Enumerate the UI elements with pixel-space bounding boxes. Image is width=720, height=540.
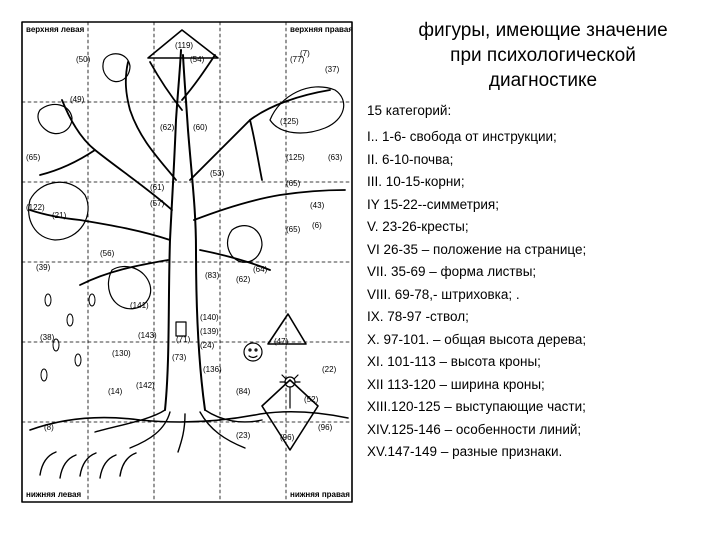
number-label: (96): [280, 433, 295, 442]
number-label: (8): [44, 423, 54, 432]
number-label: (125): [280, 117, 299, 126]
corner-top-left: верхняя левая: [26, 25, 85, 34]
figure-face: [243, 342, 263, 362]
number-label: (22): [322, 365, 337, 374]
figure-number-labels: (119) (50) (54) (77) (37) (49) (62) (60)…: [26, 41, 343, 442]
category-item: II. 6-10-почва;: [367, 151, 454, 167]
tree-roots: [94, 409, 263, 453]
tree-test-figure: верхняя левая верхняя правая нижняя лева…: [21, 21, 353, 503]
number-label: (61): [150, 183, 165, 192]
title-line-3: диагностике: [488, 70, 598, 91]
number-label: (52): [304, 395, 319, 404]
number-label: (83): [205, 271, 220, 280]
number-label: (7): [300, 49, 310, 58]
category-item: XII 113-120 – ширина кроны;: [367, 376, 545, 392]
number-label: (142): [136, 381, 155, 390]
category-item: VI 26-35 – положение на странице;: [367, 241, 587, 257]
categories-heading: 15 категорий:: [367, 103, 452, 118]
ground-line: [29, 410, 349, 431]
bottom-right-diamond: [261, 379, 319, 451]
category-item: IY 15-22--симметрия;: [367, 196, 499, 212]
category-item: XV.147-149 – разные признаки.: [367, 444, 563, 459]
category-item: I.. 1-6- свобода от инструкции;: [367, 129, 557, 144]
corner-top-right: верхняя правая: [290, 25, 353, 34]
slide-title: фигуры, имеющие значение при психологиче…: [384, 18, 702, 93]
number-label: (37): [325, 65, 340, 74]
category-item: III. 10-15-корни;: [367, 174, 465, 189]
title-line-1: фигуры, имеющие значение: [418, 20, 668, 41]
tree-foliage: [28, 53, 345, 310]
category-item: XI. 101-113 – высота кроны;: [367, 354, 541, 369]
figure-box: [175, 321, 187, 337]
number-label: (65): [286, 225, 301, 234]
number-label: (65): [286, 179, 301, 188]
small-triangle: [267, 313, 307, 345]
number-label: (24): [200, 341, 215, 350]
number-label: (14): [108, 387, 123, 396]
number-label: (141): [130, 301, 149, 310]
number-label: (73): [172, 353, 187, 362]
title-line-2: при психологической: [450, 45, 636, 66]
number-label: (71): [176, 335, 191, 344]
number-label: (57): [150, 199, 165, 208]
number-label: (84): [236, 387, 251, 396]
number-label: (125): [286, 153, 305, 162]
number-label: (60): [193, 123, 208, 132]
number-label: (39): [36, 263, 51, 272]
category-item: XIV.125-146 – особенности линий;: [367, 421, 582, 437]
number-label: (143): [138, 331, 157, 340]
number-label: (96): [318, 423, 333, 432]
number-label: (139): [200, 327, 219, 336]
falling-leaves: [40, 293, 96, 382]
corner-bottom-left: нижняя левая: [26, 490, 82, 499]
number-label: (23): [236, 431, 251, 440]
figure-flower: [279, 374, 301, 409]
category-item: V. 23-26-кресты;: [367, 219, 469, 234]
grass-strokes: [39, 451, 137, 479]
number-label: (119): [175, 41, 193, 50]
number-label: (122): [26, 203, 45, 212]
category-item: IX. 78-97 -ствол;: [367, 309, 469, 324]
number-label: (43): [310, 201, 325, 210]
number-label: (63): [328, 153, 343, 162]
categories-list: I.. 1-6- свобода от инструкции; II. 6-10…: [367, 126, 586, 464]
number-label: (54): [190, 55, 205, 64]
number-label: (77): [290, 55, 305, 64]
number-label: (62): [236, 275, 251, 284]
number-label: (65): [26, 153, 41, 162]
tree-branches: [29, 54, 346, 286]
corner-bottom-right: нижняя правая: [290, 490, 350, 499]
number-label: (56): [100, 249, 115, 258]
number-label: (140): [200, 313, 219, 322]
number-label: (53): [210, 169, 225, 178]
number-label: (64): [253, 265, 268, 274]
number-label: (130): [112, 349, 131, 358]
number-label: (47): [274, 337, 289, 346]
number-label: (62): [160, 123, 175, 132]
number-label: (6): [312, 221, 322, 230]
category-item: VIII. 69-78,- штриховка; .: [367, 286, 520, 302]
number-label: (49): [70, 95, 85, 104]
number-label: (136): [203, 365, 222, 374]
number-label: (50): [76, 55, 91, 64]
category-item: X. 97-101. – общая высота дерева;: [367, 331, 587, 347]
category-item: XIII.120-125 – выступающие части;: [367, 399, 586, 414]
category-item: VII. 35-69 – форма листвы;: [367, 264, 537, 279]
number-label: (21): [52, 211, 67, 220]
number-label: (38): [40, 333, 55, 342]
